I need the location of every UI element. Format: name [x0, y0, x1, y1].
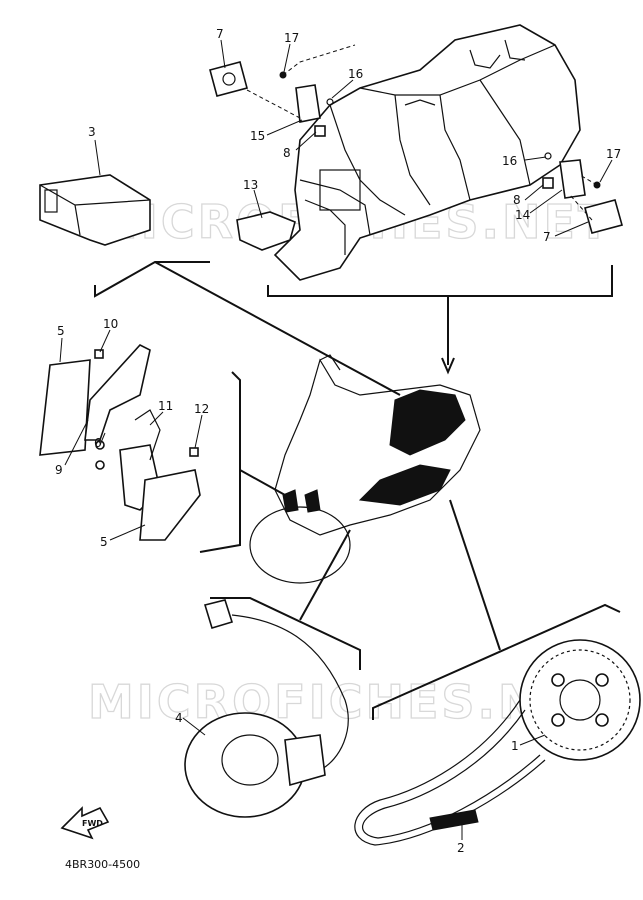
callout-15: 15 [250, 129, 265, 143]
reflector-7-right [584, 199, 623, 234]
reflector-bracket-group [39, 344, 201, 541]
callout-13: 13 [243, 178, 258, 192]
callout-1: 1 [511, 739, 519, 753]
diagram-code: 4BR300-4500 [65, 858, 140, 871]
nut-8-left [314, 125, 326, 137]
callout-14: 14 [515, 208, 530, 222]
sensor-disc-4 [184, 599, 349, 818]
connector-sensor [299, 529, 351, 621]
group-bracket-fender [267, 265, 613, 297]
group-bracket-reflector [199, 371, 241, 553]
callout-6: 6 [94, 436, 102, 450]
callout-8-right: 8 [513, 193, 521, 207]
callout-5-bottom: 5 [100, 535, 108, 549]
callout-4: 4 [175, 711, 183, 725]
mudflap-13 [236, 211, 296, 251]
callout-9: 9 [55, 463, 63, 477]
connector-unit [154, 261, 401, 396]
fwd-arrow-icon: FWD [60, 806, 110, 840]
clip-16-left [326, 98, 334, 106]
fwd-label: FWD [82, 819, 103, 828]
nut-8-right [542, 177, 554, 189]
clip-16-right [544, 152, 552, 160]
callout-16-top: 16 [348, 67, 363, 81]
group-bracket-unit [94, 261, 210, 298]
callout-11: 11 [158, 399, 173, 413]
callout-16-right: 16 [502, 154, 517, 168]
callout-10: 10 [103, 317, 118, 331]
motorcycle-outline [249, 354, 481, 584]
connector-arrow [441, 357, 455, 375]
group-bracket-chain [372, 603, 621, 720]
callout-17-right: 17 [606, 147, 621, 161]
callout-5-top: 5 [57, 324, 65, 338]
callout-3: 3 [88, 125, 96, 139]
callout-8-left: 8 [283, 146, 291, 160]
reflector-7-top [209, 61, 248, 97]
bracket-14 [559, 159, 586, 199]
bracket-15 [295, 84, 321, 123]
callout-17-top: 17 [284, 31, 299, 45]
group-bracket-sensor [210, 597, 361, 670]
connector-chain [449, 499, 501, 651]
unit-3 [39, 174, 151, 246]
callout-7-top: 7 [216, 27, 224, 41]
callout-12: 12 [194, 402, 209, 416]
sprocket-1 [519, 639, 641, 761]
callout-2: 2 [457, 841, 465, 855]
rear-fender [273, 24, 581, 281]
callout-7-right: 7 [543, 230, 551, 244]
connector-reflector [239, 469, 286, 496]
chain-2 [354, 699, 546, 846]
